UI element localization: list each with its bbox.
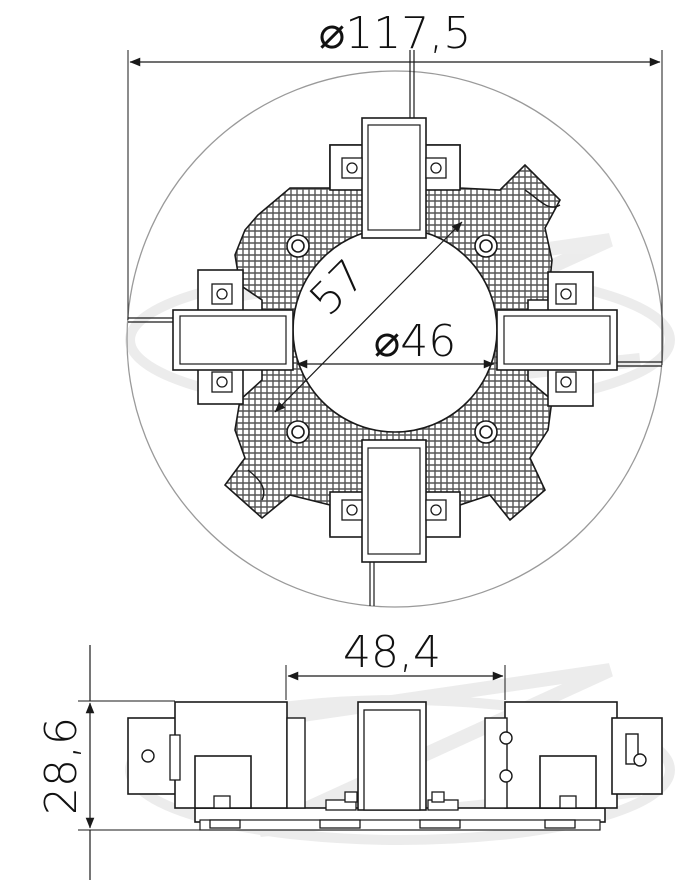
brush-holder-bottom [329, 439, 461, 563]
inner-diameter-label: ⌀46 [374, 316, 456, 367]
height-label: 28,6 [36, 717, 87, 815]
width-label: 48,4 [343, 627, 441, 678]
diagonal-dimension-line [274, 221, 463, 413]
brush-holder-top [329, 117, 461, 239]
side-holder-center [325, 701, 459, 811]
outer-diameter-label: ⌀117,5 [319, 8, 471, 59]
brush-holder-right [496, 271, 618, 407]
side-holder-left [127, 701, 306, 809]
side-holder-right [484, 701, 663, 809]
brush-holder-left [172, 269, 294, 405]
top-view: ⌀117,5 [126, 8, 664, 608]
outer-diameter-circle [126, 70, 664, 608]
side-view: 48,4 28,6 [36, 627, 663, 880]
